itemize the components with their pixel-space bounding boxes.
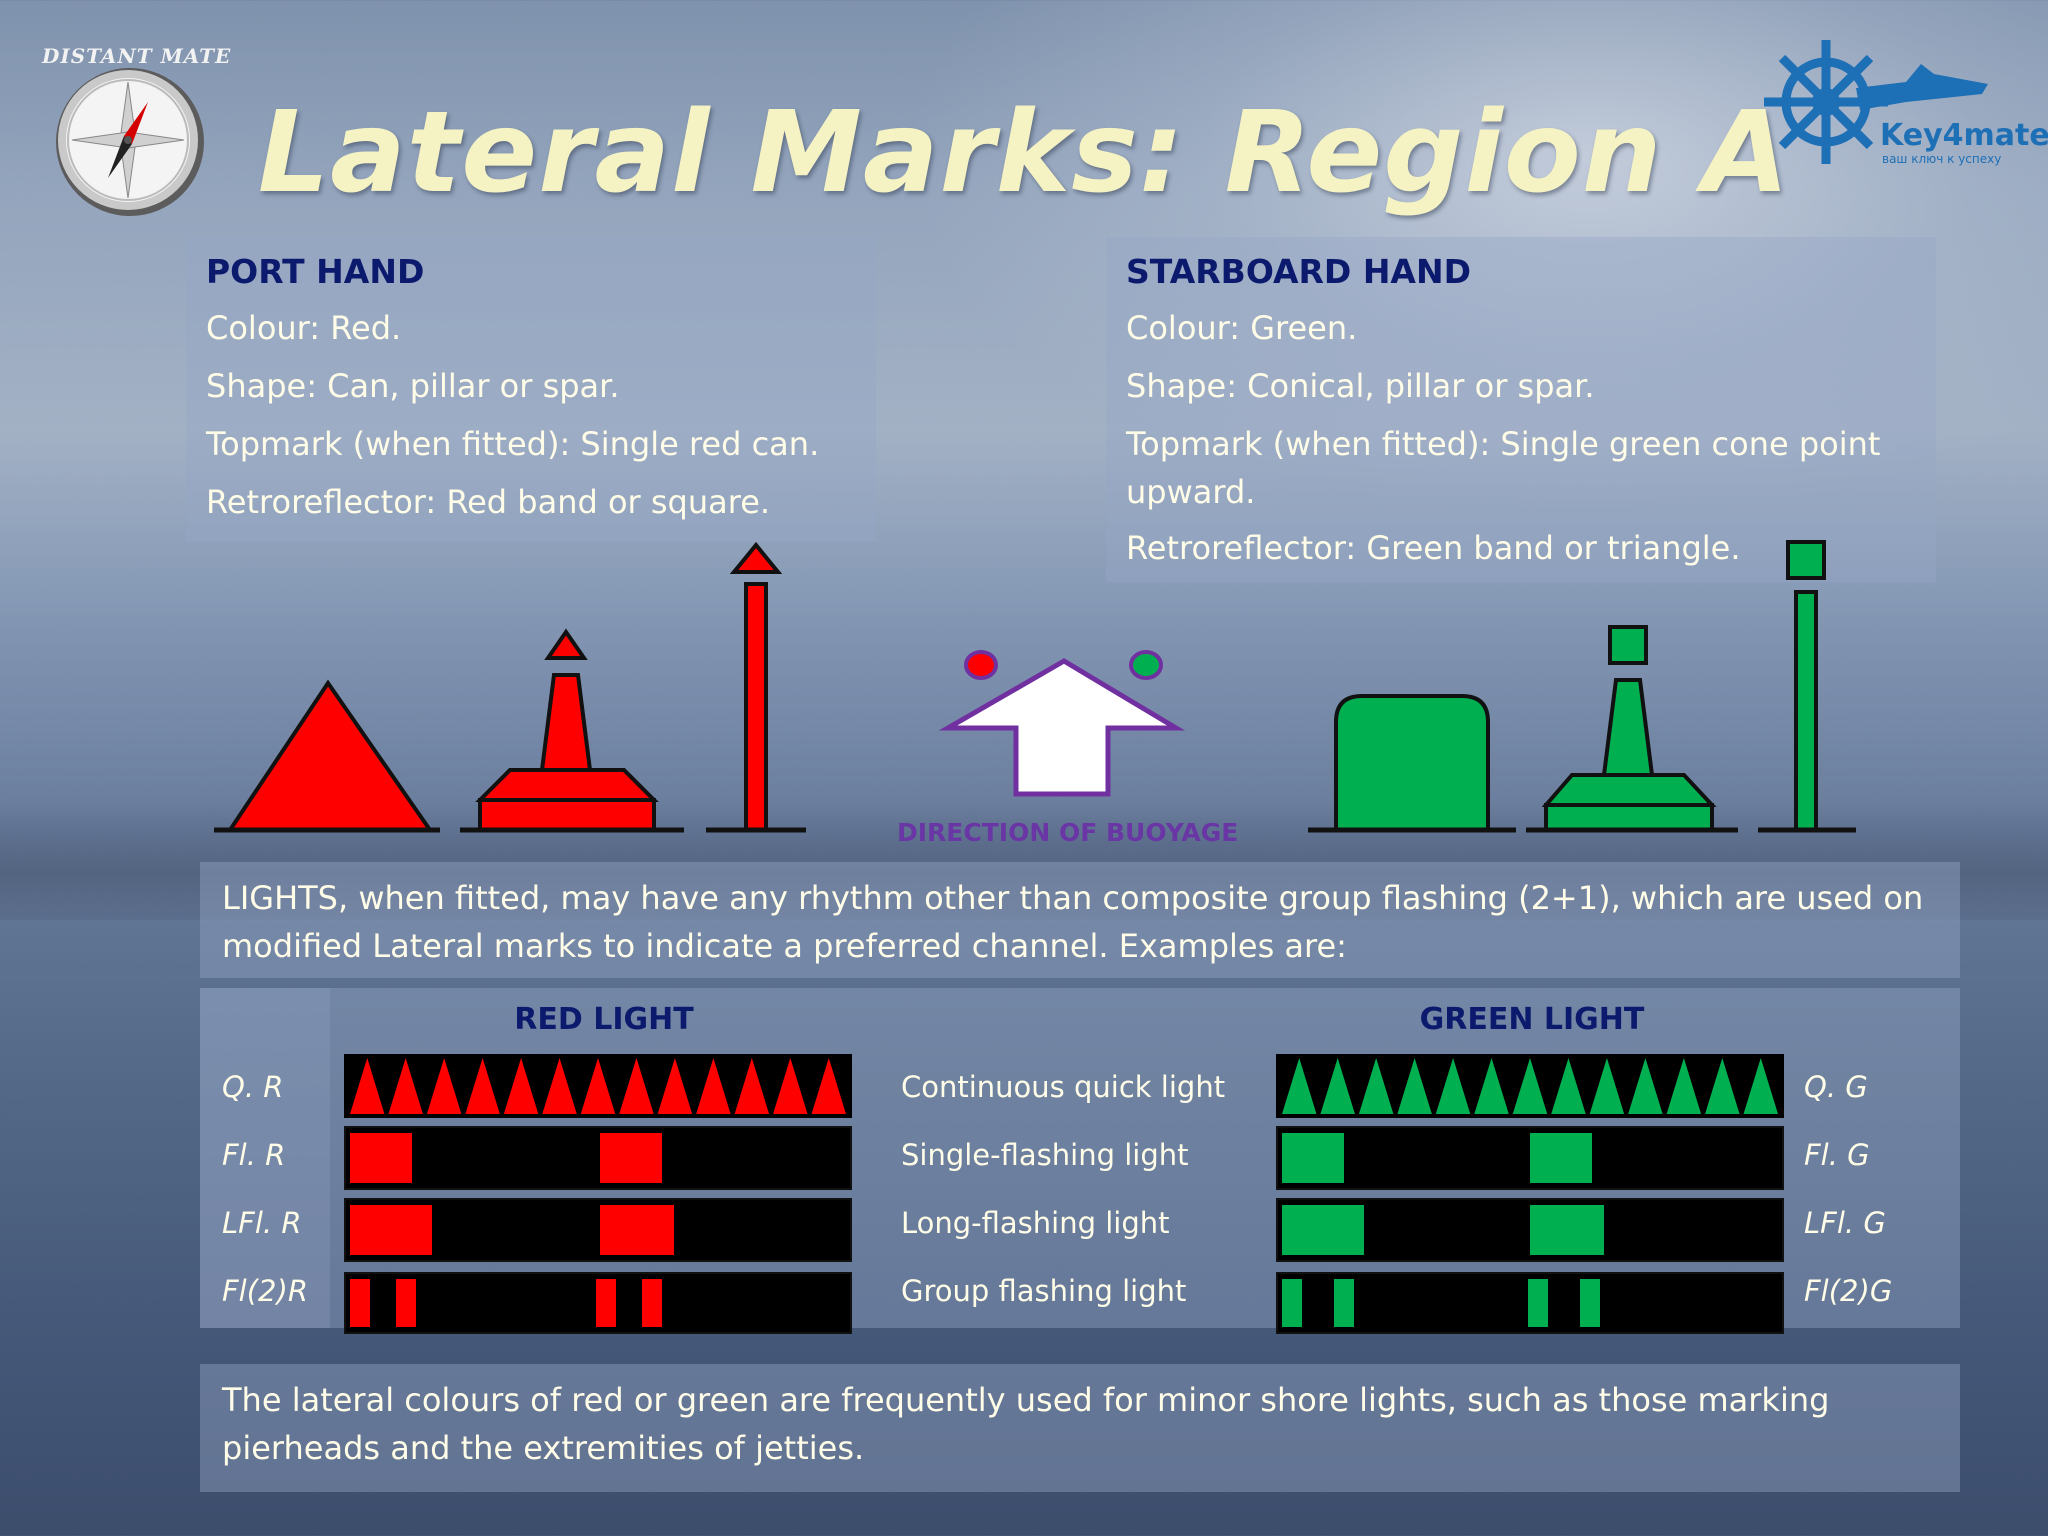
lights-description: LIGHTS, when fitted, may have any rhythm…: [222, 879, 1924, 965]
red-group-flashing-light-bar: [344, 1272, 852, 1334]
green-quick-flash: [1705, 1058, 1740, 1114]
sky-background: [900, 0, 2048, 520]
red-quick-flash: [465, 1058, 500, 1114]
distant-mate-logo-text: DISTANT MATE: [42, 44, 232, 68]
green-quick-light-bar: [1276, 1054, 1784, 1118]
compass-icon: [56, 68, 204, 216]
footer-description: The lateral colours of red or green are …: [222, 1381, 1830, 1467]
red-quick-flash: [388, 1058, 423, 1114]
red-group-flash: [350, 1279, 370, 1327]
green-quick-label: Q. G: [1804, 1070, 1868, 1104]
red-quick-label: Q. R: [222, 1070, 284, 1104]
starboard-green-spar-buoy: [1758, 540, 1856, 833]
red-group-flash: [396, 1279, 416, 1327]
green-quick-flash: [1474, 1058, 1509, 1114]
lights-table-label-column: [200, 988, 330, 1328]
green-quick-flash: [1397, 1058, 1432, 1114]
red-quick-flash: [773, 1058, 808, 1114]
green-quick-flash: [1743, 1058, 1778, 1114]
green-long-flashing-light-bar: [1276, 1198, 1784, 1262]
red-flash: [600, 1133, 662, 1183]
starboard-hand-heading: STARBOARD HAND: [1126, 252, 1471, 291]
red-quick-flash: [580, 1058, 616, 1114]
ship-wheel-icon: [1764, 40, 1988, 164]
red-quick-flash: [811, 1058, 846, 1114]
starboard-hand-panel: [1106, 237, 1936, 582]
starboard-shape-line: Shape: Conical, pillar or spar.: [1126, 367, 1595, 405]
red-light-heading: RED LIGHT: [514, 1002, 694, 1037]
green-group-flash: [1282, 1279, 1302, 1327]
direction-of-buoyage-label: DIRECTION OF BUOYAGE: [897, 818, 1239, 847]
red-quick-flash: [426, 1058, 462, 1114]
red-quick-flash: [619, 1058, 654, 1114]
flashing-light-description: Single-flashing light: [901, 1138, 1189, 1172]
green-light-heading: GREEN LIGHT: [1419, 1002, 1645, 1037]
green-long-flashing-label: LFl. G: [1804, 1206, 1886, 1240]
green-quick-flash: [1666, 1058, 1702, 1114]
green-group-flash: [1528, 1279, 1548, 1327]
page-title: Lateral Marks: Region A: [257, 88, 1791, 218]
starboard-topmark-line: Topmark (when fitted): Single green cone…: [1126, 425, 1881, 511]
port-red-can-buoy: [214, 679, 440, 833]
starboard-colour-line: Colour: Green.: [1126, 309, 1358, 347]
green-quick-flash: [1358, 1058, 1394, 1114]
green-quick-flash: [1320, 1058, 1355, 1114]
green-group-flash: [1334, 1279, 1354, 1327]
red-long-flash: [350, 1205, 432, 1255]
red-group-flash: [642, 1279, 662, 1327]
red-quick-flash: [542, 1058, 577, 1114]
green-long-flash: [1530, 1205, 1604, 1255]
red-long-flashing-label: LFl. R: [222, 1206, 302, 1240]
port-shape-line: Shape: Can, pillar or spar.: [206, 367, 620, 405]
red-quick-flash: [696, 1058, 731, 1114]
port-hand-panel: [186, 237, 876, 542]
port-topmark-line: Topmark (when fitted): Single red can.: [206, 425, 820, 463]
green-quick-flash: [1435, 1058, 1471, 1114]
direction-of-buoyage-arrow: [938, 650, 1186, 797]
green-group-flash: [1580, 1279, 1600, 1327]
green-group-flashing-light-bar: [1276, 1272, 1784, 1334]
red-quick-flash: [503, 1058, 539, 1114]
green-quick-flash: [1589, 1058, 1625, 1114]
port-colour-line: Colour: Red.: [206, 309, 402, 347]
green-quick-flash: [1282, 1058, 1317, 1114]
red-flash: [350, 1133, 412, 1183]
red-group-flash: [596, 1279, 616, 1327]
red-long-flashing-light-bar: [344, 1198, 852, 1262]
green-long-flash: [1282, 1205, 1364, 1255]
red-quick-light-bar: [344, 1054, 852, 1118]
starboard-green-pillar-buoy: [1526, 625, 1738, 833]
green-quick-flash: [1628, 1058, 1663, 1114]
key4mate-logo-text: Key4mate: [1880, 118, 2048, 153]
port-hand-heading: PORT HAND: [206, 252, 425, 291]
green-group-flashing-label: Fl(2)G: [1804, 1274, 1893, 1308]
red-group-flashing-label: Fl(2)R: [222, 1274, 308, 1308]
port-red-spar-buoy: [706, 541, 806, 833]
footer-panel: [200, 1364, 1960, 1492]
red-long-flash: [600, 1205, 674, 1255]
port-red-pillar-buoy: [460, 628, 684, 833]
port-retroreflector-line: Retroreflector: Red band or square.: [206, 483, 771, 521]
green-flashing-label: Fl. G: [1804, 1138, 1870, 1172]
starboard-retroreflector-line: Retroreflector: Green band or triangle.: [1126, 529, 1741, 567]
group-flashing-light-description: Group flashing light: [901, 1274, 1187, 1308]
green-flash: [1282, 1133, 1344, 1183]
red-flashing-label: Fl. R: [222, 1138, 286, 1172]
red-quick-flash: [350, 1058, 385, 1114]
green-quick-flash: [1512, 1058, 1548, 1114]
green-quick-flash: [1551, 1058, 1586, 1114]
starboard-green-can-buoy: [1308, 694, 1516, 833]
red-flashing-light-bar: [344, 1126, 852, 1190]
green-flash: [1530, 1133, 1592, 1183]
red-quick-flash: [657, 1058, 693, 1114]
buoy-illustrations: [214, 540, 1856, 833]
red-quick-flash: [734, 1058, 770, 1114]
quick-light-description: Continuous quick light: [901, 1070, 1226, 1104]
green-flashing-light-bar: [1276, 1126, 1784, 1190]
long-flashing-light-description: Long-flashing light: [901, 1206, 1170, 1240]
key4mate-logo-subtitle: ваш ключ к успеху: [1882, 152, 2002, 166]
lights-text-panel: [200, 862, 1960, 978]
